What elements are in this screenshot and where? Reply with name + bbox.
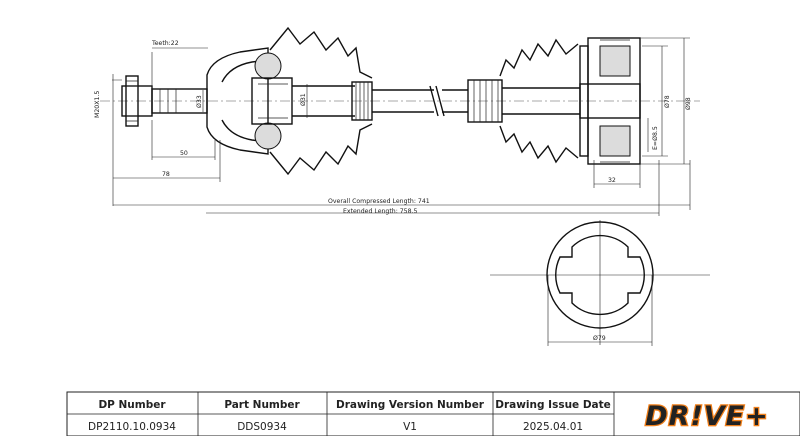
header-issue-date: Drawing Issue Date — [495, 399, 611, 411]
thread-label: M20X1.5 — [94, 91, 101, 118]
shaft-cross-section — [490, 220, 710, 346]
outer-boot — [269, 26, 373, 176]
diameter-31-label: Ø31 — [299, 93, 307, 106]
inner-cv-joint — [579, 37, 641, 165]
outer-cv-joint — [206, 47, 293, 155]
diameter-33-label: Ø33 — [195, 95, 203, 108]
intermediate-shaft — [292, 79, 580, 123]
teeth-label: Teeth:22 — [151, 40, 179, 47]
value-drawing-version: V1 — [403, 421, 417, 433]
diameter-98-label: Ø98 — [684, 97, 692, 110]
value-dp-number: DP2110.10.0934 — [88, 421, 176, 433]
title-block — [66, 391, 800, 436]
diameter-78-label: Ø78 — [663, 95, 671, 108]
length-50-label: 50 — [180, 150, 188, 157]
dimension-lines — [112, 37, 691, 216]
inner-boot — [499, 38, 579, 164]
header-part-number: Part Number — [224, 399, 300, 411]
length-32-label: 32 — [608, 177, 616, 184]
drive-logo: DR!VE+ — [645, 401, 768, 432]
header-dp-number: DP Number — [98, 399, 166, 411]
length-78-label: 78 — [162, 171, 170, 178]
value-part-number: DDS0934 — [237, 421, 287, 433]
header-drawing-version: Drawing Version Number — [336, 399, 485, 411]
diameter-8-5-label: E=Ø8.5 — [651, 126, 659, 150]
overall-length-label: Overall Compressed Length: 741 — [328, 198, 430, 205]
value-issue-date: 2025.04.01 — [523, 421, 583, 433]
diameter-79-label: Ø79 — [593, 334, 606, 342]
extended-length-label: Extended Length: 758.5 — [343, 208, 418, 215]
